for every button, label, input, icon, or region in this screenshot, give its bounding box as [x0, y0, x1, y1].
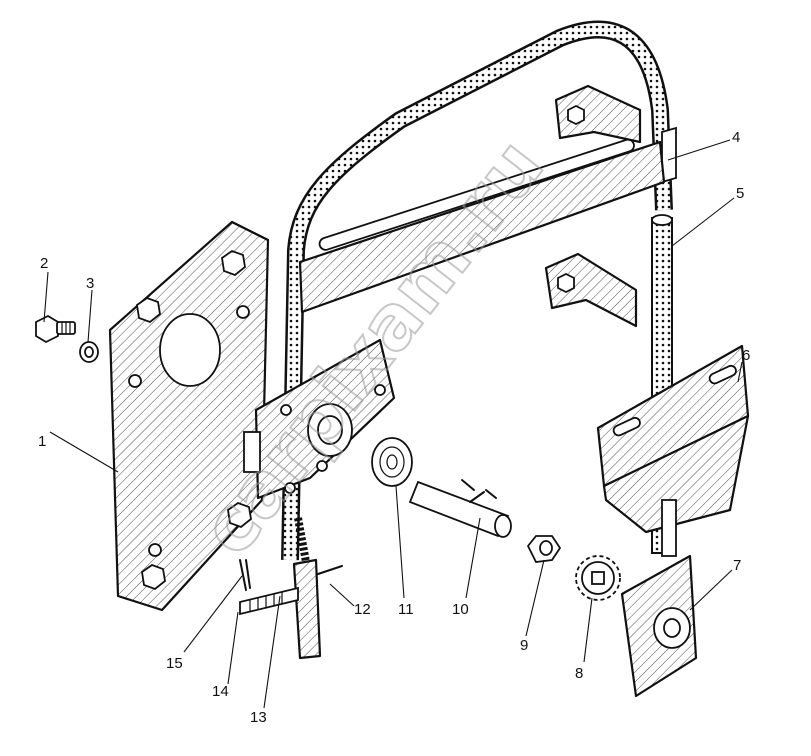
callout-5: 5: [736, 185, 744, 202]
callout-14: 14: [212, 683, 229, 700]
part-3-washer: [79, 341, 99, 363]
rail-lower-end: [661, 499, 677, 557]
part-14-toothed-bar: [239, 586, 299, 616]
part-15-cotter-pin: [239, 559, 251, 591]
callout-4: 4: [732, 129, 740, 146]
callout-10: 10: [452, 601, 469, 618]
callout-1: 1: [38, 433, 46, 450]
part-13-cable-lower: [292, 517, 322, 660]
cross-bar: [298, 138, 666, 314]
callout-9: 9: [520, 637, 528, 654]
callout-7: 7: [733, 557, 741, 574]
callout-8: 8: [575, 665, 583, 682]
part-4-guide-rail: [281, 20, 677, 561]
callout-labels: 1 2 3 4 5 6 7 8 9 10 11 12 13 14 15: [38, 129, 750, 726]
part-6-glass-holder: [596, 344, 750, 534]
part-11-spring: [371, 437, 413, 487]
part-1-mounting-plate: [108, 220, 270, 612]
callout-6: 6: [742, 347, 750, 364]
callout-13: 13: [250, 709, 267, 726]
callout-15: 15: [166, 655, 183, 672]
callout-11: 11: [398, 601, 414, 618]
middle-bracket: [544, 252, 638, 328]
callout-2: 2: [40, 255, 48, 272]
part-7-roller-bracket: [620, 554, 698, 698]
part-8-gear: [575, 555, 621, 601]
upper-bracket: [554, 84, 642, 144]
callout-3: 3: [86, 275, 94, 292]
mechanism-housing: [243, 338, 396, 500]
part-2-bolt: [35, 314, 76, 344]
callout-12: 12: [354, 601, 371, 618]
part-10-shaft: [408, 479, 512, 538]
leader-lines: [43, 139, 743, 709]
part-9-bushing: [526, 535, 562, 563]
